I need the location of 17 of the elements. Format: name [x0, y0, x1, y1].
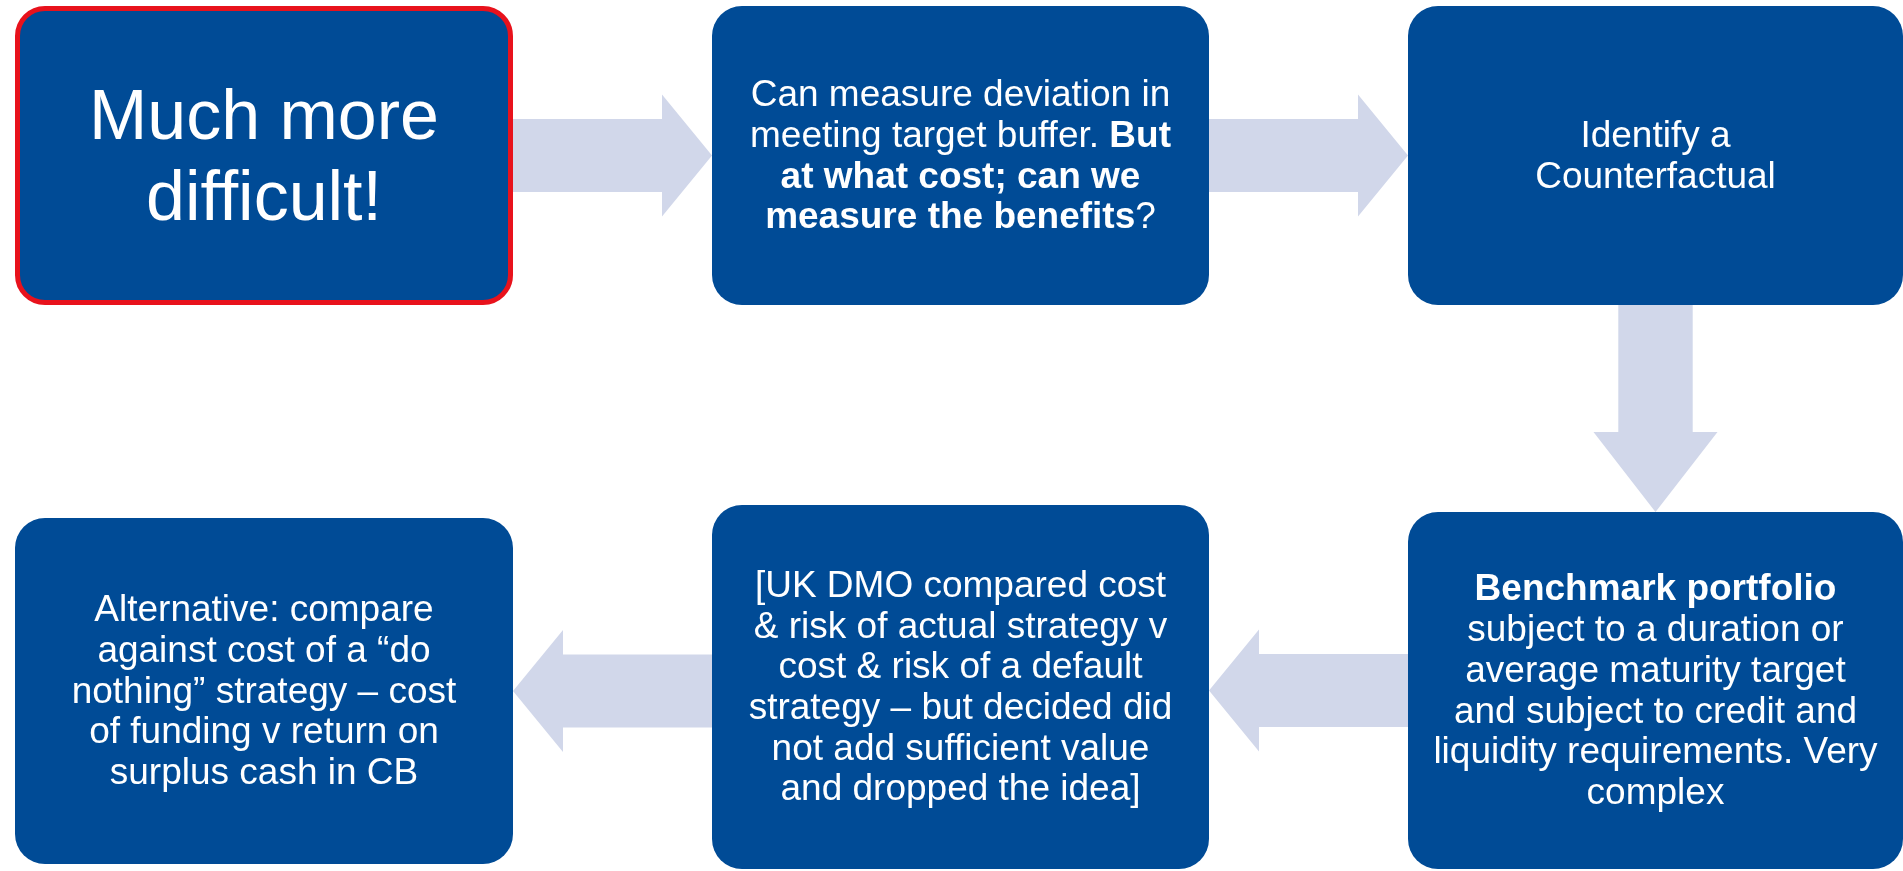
- process-box: [712, 6, 1209, 305]
- box-text: Much more difficult!: [87, 75, 441, 236]
- box-text: [UK DMO compared cost & risk of actual strategy v cost & risk of a default strategy – but decided did not add sufficient value and dropped the idea]: [747, 564, 1174, 810]
- box-text: Benchmark portfolio subject to a duration or average maturity target and subject to credit and liquidity requirements. Very complex: [1432, 568, 1879, 813]
- block-arrow: [1209, 94, 1408, 217]
- box-text: Alternative: compare against cost of a “do nothing” strategy – cost of funding v return on surplus cash in CB: [70, 589, 458, 793]
- process-box: [712, 505, 1209, 869]
- box-text: Can measure deviation in meeting target buffer. But at what cost; can we measure the benefits?: [749, 74, 1172, 237]
- process-box: [1408, 6, 1903, 305]
- block-arrow: [513, 94, 712, 217]
- process-box: [1408, 512, 1903, 869]
- box-text: Identify a Counterfactual: [1534, 114, 1777, 197]
- process-box: [15, 6, 513, 305]
- process-box: [15, 518, 513, 864]
- block-arrow: [1593, 305, 1718, 512]
- block-arrow: [513, 630, 712, 752]
- block-arrow: [1209, 629, 1408, 752]
